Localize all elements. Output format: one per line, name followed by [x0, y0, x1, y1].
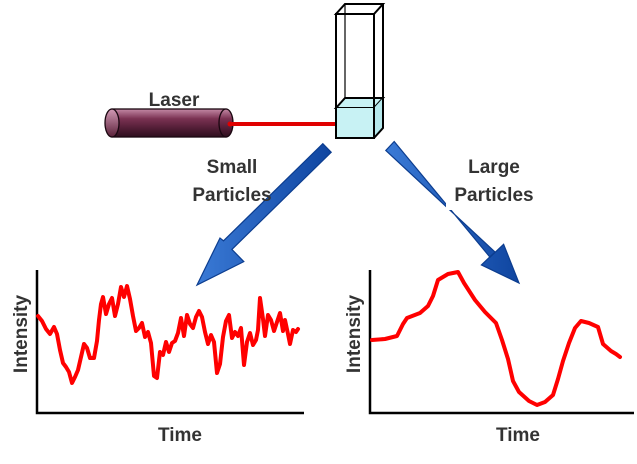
small-particles-arrow [195, 142, 333, 287]
large-particles-label-line2: Particles [454, 185, 534, 206]
large-particles-plot-axes [368, 270, 634, 415]
large-plot-xlabel: Time [495, 425, 540, 446]
small-plot-ylabel: Intensity [11, 294, 32, 374]
small-particles-label-line2: Particles [192, 185, 272, 206]
small-plot-xlabel: Time [157, 425, 202, 446]
cuvette [333, 3, 386, 139]
large-particles-label-line1: Large [468, 157, 520, 178]
small-particles-plot-axes [35, 270, 304, 415]
small-particles-intensity-trace [36, 284, 300, 385]
laser-label: Laser [148, 90, 200, 111]
large-particles-intensity-trace [370, 270, 622, 407]
large-plot-ylabel: Intensity [344, 294, 365, 374]
small-particles-label-line1: Small [206, 157, 258, 178]
laser-device [104, 108, 234, 138]
large-particles-arrow [384, 140, 521, 285]
